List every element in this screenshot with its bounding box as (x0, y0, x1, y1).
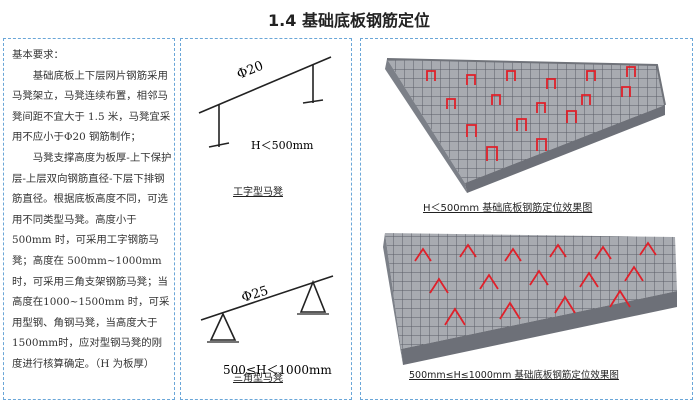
render-triangle-stool-image (383, 233, 677, 365)
requirements-panel: 基本要求： 基础底板上下层网片钢筋采用马凳架立，马凳连续布置，相邻马凳间距不宜大… (3, 38, 175, 400)
height-label-500-1000: 500≤H＜1000mm (223, 363, 332, 374)
render-bottom-caption: 500mm≤H≤1000mm 基础底板钢筋定位效果图 (409, 370, 619, 381)
render-top-caption: H＜500mm 基础底板钢筋定位效果图 (423, 203, 593, 214)
bar-label-phi20: Φ20 (235, 59, 266, 83)
render-i-type-stool-image (385, 58, 666, 193)
page-title: 1.4 基础底板钢筋定位 (268, 11, 430, 30)
bar-label-phi25: Φ25 (240, 284, 270, 306)
render-panel: H＜500mm 基础底板钢筋定位效果图 500mm≤H≤1000mm 基础底板钢… (360, 38, 693, 400)
requirements-paragraph-1: 基础底板上下层网片钢筋采用马凳架立，马凳连续布置，相邻马凳间距不宜大于 1.5 … (12, 69, 171, 144)
requirements-text: 基本要求： 基础底板上下层网片钢筋采用马凳架立，马凳连续布置，相邻马凳间距不宜大… (12, 45, 172, 375)
i-type-stool-caption: 工字型马凳 (233, 187, 283, 198)
diagram-panel: Φ20 H＜500mm 工字型马凳 Φ25 500≤H＜1000mm 三角型马凳 (180, 38, 352, 400)
i-type-stool-diagram: Φ20 H＜500mm (198, 56, 332, 152)
triangle-stool-caption: 三角型马凳 (233, 373, 283, 384)
requirements-heading: 基本要求： (12, 49, 64, 61)
triangle-stool-diagram: Φ25 500≤H＜1000mm (200, 275, 334, 374)
height-label-h-lt-500: H＜500mm (251, 139, 314, 152)
requirements-paragraph-2: 马凳支撑高度为板厚-上下保护层-上层双向钢筋直径-下层下排钢筋直径。根据底板高度… (12, 151, 172, 370)
